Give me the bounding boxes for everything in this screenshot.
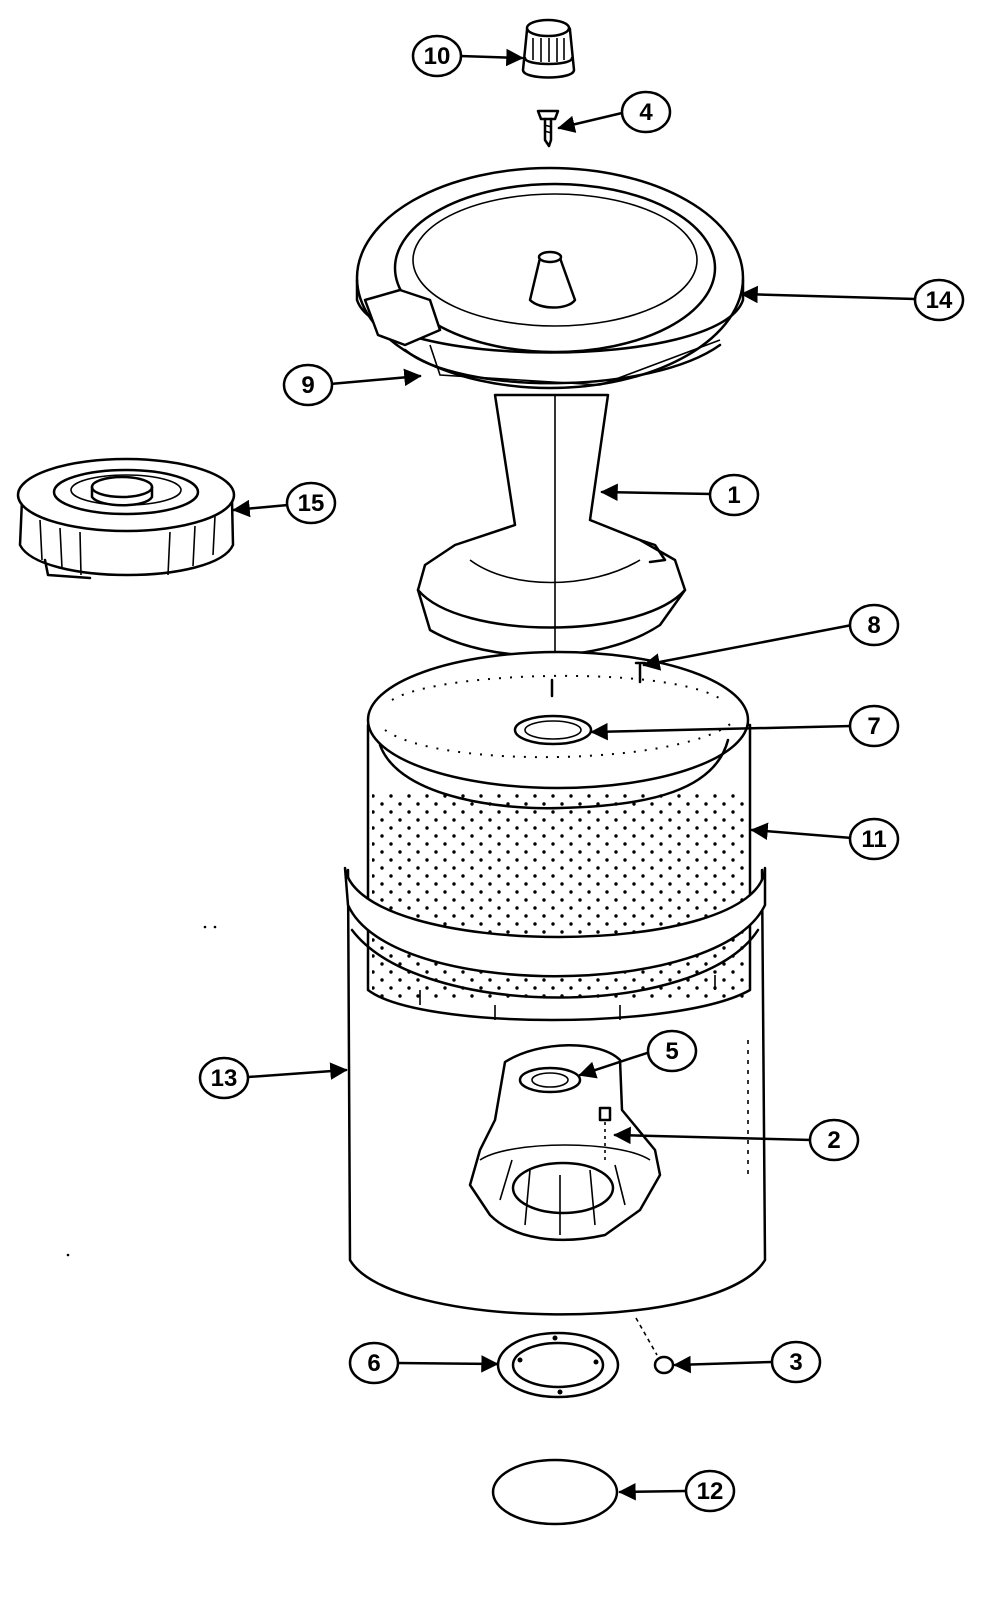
callout-14: 14: [913, 278, 965, 322]
callout-1: 1: [708, 473, 760, 517]
callout-4: 4: [620, 90, 672, 134]
leader-lines: [232, 48, 917, 1501]
svg-text:7: 7: [867, 713, 880, 740]
svg-text:11: 11: [861, 826, 886, 853]
svg-text:2: 2: [827, 1127, 840, 1154]
leader-4: [557, 111, 624, 133]
callout-10: 10: [411, 34, 463, 78]
leader-6: [394, 1355, 499, 1373]
callout-6: 6: [348, 1341, 400, 1385]
part-gasket: [496, 1331, 620, 1399]
svg-text:14: 14: [926, 287, 953, 314]
leader-13: [246, 1062, 348, 1080]
svg-text:13: 13: [211, 1065, 238, 1092]
scan-specks: [66, 925, 217, 1257]
leader-7: [590, 722, 854, 741]
callouts: 10 4 14 9 15 1 8 7: [198, 34, 965, 1513]
leader-11: [750, 822, 854, 840]
callout-9: 9: [282, 363, 334, 407]
svg-text:15: 15: [298, 490, 325, 517]
leader-3: [673, 1355, 774, 1374]
svg-text:9: 9: [301, 372, 314, 399]
leader-2: [613, 1126, 814, 1145]
callout-13: 13: [198, 1056, 250, 1100]
callout-3: 3: [770, 1340, 822, 1384]
part-screw-4: [536, 109, 560, 148]
part-agitator: [416, 393, 687, 660]
part-belt: [491, 1458, 619, 1526]
svg-text:10: 10: [424, 43, 451, 70]
part-cap: [521, 18, 576, 79]
leader-15: [232, 499, 290, 518]
svg-text:4: 4: [639, 99, 653, 126]
leader-14: [740, 285, 917, 304]
callout-15: 15: [285, 481, 337, 525]
svg-text:3: 3: [789, 1349, 802, 1376]
leader-12: [618, 1483, 688, 1501]
leader-5: [578, 1050, 652, 1079]
svg-text:5: 5: [665, 1038, 678, 1065]
callout-11: 11: [848, 817, 900, 861]
leader-10: [458, 48, 524, 67]
callout-12: 12: [684, 1469, 736, 1513]
part-dispenser: [16, 457, 236, 580]
callout-8: 8: [848, 603, 900, 647]
svg-text:8: 8: [867, 612, 880, 639]
part-plug: [635, 1317, 675, 1375]
leader-8: [642, 623, 854, 671]
part-tub-cover: [355, 166, 745, 390]
leader-9: [328, 368, 422, 387]
callout-7: 7: [848, 704, 900, 748]
callout-5: 5: [646, 1029, 698, 1073]
leader-1: [600, 483, 714, 502]
callout-2: 2: [808, 1118, 860, 1162]
svg-text:12: 12: [697, 1478, 724, 1505]
svg-text:1: 1: [727, 482, 740, 509]
svg-text:6: 6: [367, 1350, 380, 1377]
part-outer-tub: [343, 866, 767, 1316]
